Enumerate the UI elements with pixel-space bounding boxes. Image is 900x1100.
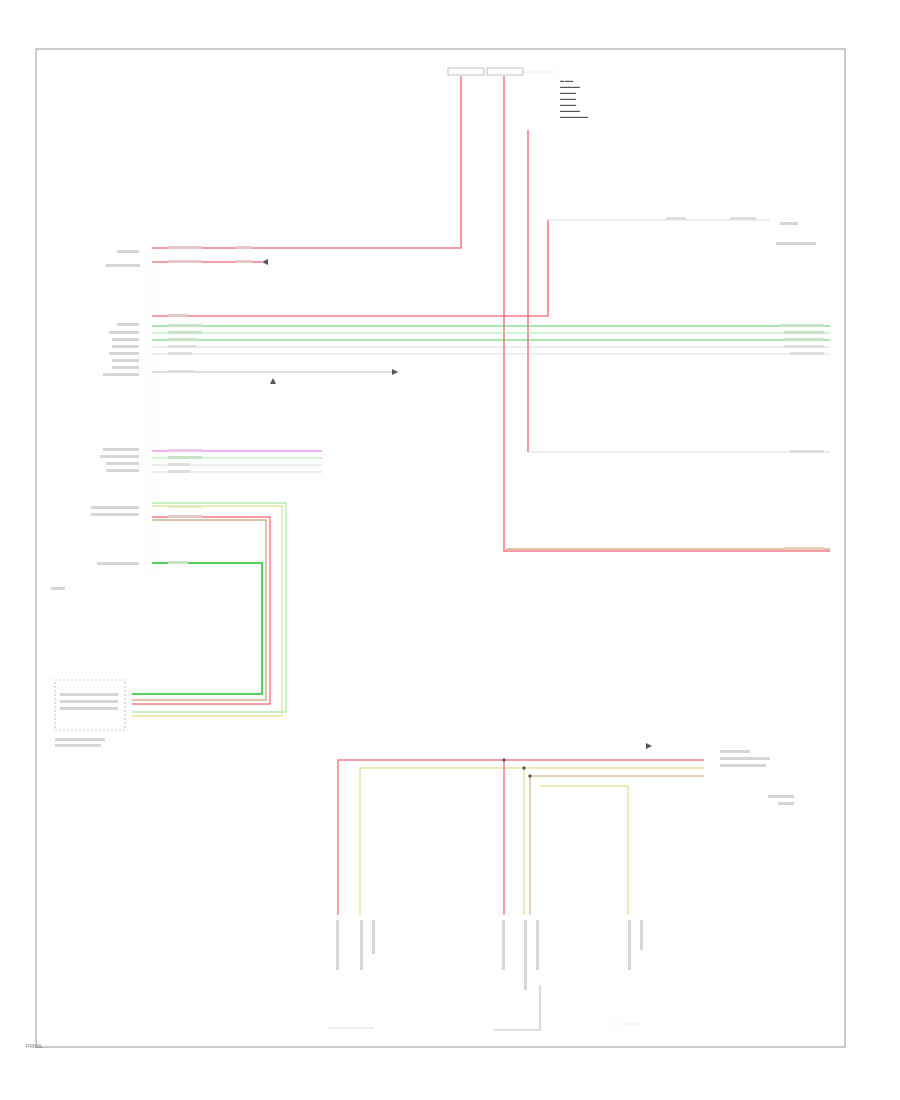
svg-text:▬▬▬▬▬: ▬▬▬▬▬	[560, 108, 580, 113]
wire-red-top-2	[503, 76, 830, 552]
wire-yellow-speaker	[132, 505, 283, 717]
bottom-component-labels	[328, 920, 643, 1031]
wire-red-speaker	[132, 516, 271, 705]
splice-3	[528, 774, 532, 778]
svg-text:▬▬▬▬▬: ▬▬▬▬▬	[560, 84, 580, 89]
ground-arrow-3	[646, 743, 652, 749]
svg-text:▬▬▬▬: ▬▬▬▬	[560, 96, 576, 101]
svg-text:▬▬▬▬: ▬▬▬▬	[560, 90, 576, 95]
diagram-frame	[35, 48, 846, 1048]
svg-text:▬ ▬▬: ▬ ▬▬	[560, 78, 573, 83]
wire-green-sub	[132, 562, 263, 695]
wire-tan-speaker	[132, 519, 267, 701]
footer-code: PRNDL	[26, 1044, 43, 1050]
svg-text:▬▬▬▬: ▬▬▬▬	[560, 102, 576, 107]
wire-yellow-bottom	[359, 767, 704, 915]
wire-tan-bottom-2	[529, 775, 704, 915]
splice-2	[522, 766, 526, 770]
splice-1	[502, 758, 506, 762]
amplifier-connector	[54, 679, 126, 731]
wire-red-bottom	[337, 759, 704, 915]
wire-red-right-module	[152, 220, 549, 317]
wire-code-labels	[168, 217, 824, 564]
ground-arrow-1	[262, 259, 268, 265]
wire-green-speaker	[132, 502, 287, 713]
top-fuse-connectors: ▬ ▬▬ ▬▬▬▬▬ ▬▬▬▬ ▬▬▬▬ ▬▬▬▬ ▬▬▬▬▬ ▬▬▬▬▬▬▬	[447, 67, 588, 119]
radio-left-labels	[51, 250, 140, 590]
wire-red-top-1	[152, 76, 462, 249]
svg-text:▬▬▬▬▬▬▬: ▬▬▬▬▬▬▬	[560, 114, 588, 119]
ground-arrow-4	[270, 378, 276, 384]
wire-yellow-bottom-3	[540, 785, 629, 915]
ground-arrow-2	[392, 369, 398, 375]
